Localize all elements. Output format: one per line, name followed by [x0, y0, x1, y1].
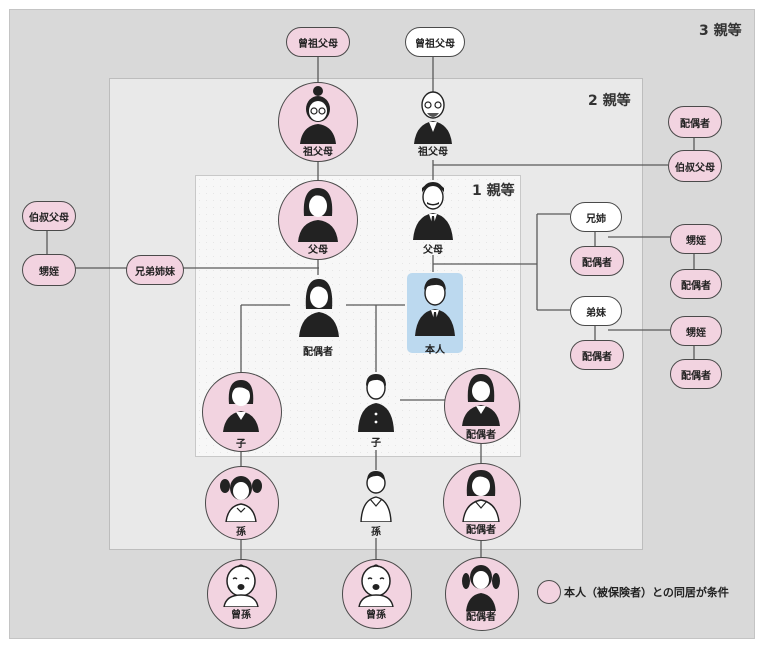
- great-grandparent-left-pill: 曾祖父母: [286, 27, 350, 57]
- great-grandchild-left-label: 曾孫: [231, 610, 251, 621]
- first-degree-label: 1 親等: [472, 183, 515, 199]
- daughter-in-law-icon: [462, 374, 500, 426]
- uncle-aunt-right-pill: 伯叔父母: [668, 150, 722, 182]
- younger-nephew-niece-spouse-pill: 配偶者: [670, 359, 722, 389]
- child-spouse-label: 配偶者: [466, 430, 496, 441]
- great-grandchild-spouse-label: 配偶者: [466, 612, 496, 623]
- grandchild-left-label: 孫: [236, 527, 246, 538]
- great-grandchild-middle-label: 曾孫: [366, 610, 386, 621]
- spouse-icon: [299, 279, 339, 337]
- boy-icon: [358, 374, 394, 432]
- grandchild-middle-label: 孫: [371, 527, 381, 538]
- second-degree-label: 2 親等: [588, 93, 631, 109]
- younger-sibling-spouse-pill: 配偶者: [570, 340, 624, 370]
- spouse-label: 配偶者: [303, 347, 333, 358]
- grandchild-spouse-label: 配偶者: [466, 525, 496, 536]
- grandmother-icon: [300, 86, 336, 144]
- uncle-aunt-spouse-pill: 配偶者: [668, 106, 722, 138]
- self-icon: [415, 278, 455, 336]
- father-icon: [413, 182, 453, 240]
- girl-icon: [223, 380, 259, 432]
- legend-swatch: [537, 580, 561, 604]
- girl-pigtails-icon: [462, 565, 500, 611]
- legend-text: 本人（被保険者）との同居が条件: [564, 586, 729, 599]
- great-grandparent-right-pill: 曾祖父母: [405, 27, 465, 57]
- grandfather-icon: [414, 91, 452, 144]
- mother-icon: [298, 188, 338, 242]
- granddaughter-icon: [220, 476, 262, 522]
- baby-icon: [223, 564, 259, 607]
- child-middle-label: 子: [371, 438, 381, 449]
- nephew-niece-left-pill: 甥姪: [22, 254, 76, 286]
- older-sibling-spouse-pill: 配偶者: [570, 246, 624, 276]
- younger-nephew-niece-pill: 甥姪: [670, 316, 722, 346]
- grandparent-left-label: 祖父母: [303, 147, 333, 158]
- baby-icon: [358, 564, 394, 607]
- older-sibling-pill: 兄姉: [570, 202, 622, 232]
- older-nephew-niece-pill: 甥姪: [670, 224, 722, 254]
- grandparent-right-label: 祖父母: [418, 147, 448, 158]
- grandson-icon: [360, 471, 392, 522]
- self-label: 本人: [425, 345, 445, 356]
- siblings-left-pill: 兄弟姉妹: [126, 255, 184, 285]
- younger-sibling-pill: 弟妹: [570, 296, 622, 326]
- parent-right-label: 父母: [423, 245, 443, 256]
- older-nephew-niece-spouse-pill: 配偶者: [670, 269, 722, 299]
- granddaughter-in-law-icon: [462, 470, 500, 522]
- uncle-aunt-left-pill: 伯叔父母: [22, 201, 76, 231]
- parent-left-label: 父母: [308, 245, 328, 256]
- third-degree-label: 3 親等: [699, 23, 742, 39]
- child-left-label: 子: [236, 439, 246, 450]
